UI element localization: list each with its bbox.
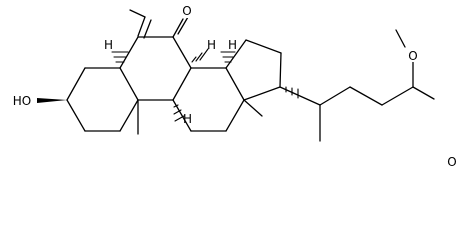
svg-text:HO: HO <box>13 94 31 108</box>
c3-wedge-bond <box>37 98 67 103</box>
h5-label: H <box>104 38 113 52</box>
hashed-bond-h8 <box>191 48 209 63</box>
molecule-structure: O HO O O H H H H <box>8 4 458 169</box>
ring-b <box>119 36 192 101</box>
h9-label: H <box>183 112 192 126</box>
svg-text:O: O <box>408 49 417 63</box>
hashed-bond-h14 <box>220 51 236 63</box>
hashed-bond-h5 <box>111 51 129 63</box>
hashed-bond-c17 <box>285 86 299 99</box>
hydroxyl-label: HO <box>8 94 35 108</box>
carbonyl-oxygen-label: O <box>181 4 193 18</box>
ring-a <box>66 67 139 132</box>
hashed-bond-h9 <box>173 104 185 122</box>
ethylidene-group <box>129 9 152 39</box>
side-chain <box>279 29 435 142</box>
h8-label: H <box>207 38 216 52</box>
svg-text:O: O <box>447 155 456 169</box>
ring-c <box>172 67 245 132</box>
ketone-group <box>172 16 189 38</box>
ring-d <box>225 39 282 101</box>
svg-text:O: O <box>182 4 191 18</box>
h14-label: H <box>228 38 237 52</box>
c13-methyl-bond <box>243 99 263 117</box>
ester-single-oxygen-label: O <box>406 49 419 63</box>
ester-carbonyl-oxygen-label: O <box>445 155 458 169</box>
